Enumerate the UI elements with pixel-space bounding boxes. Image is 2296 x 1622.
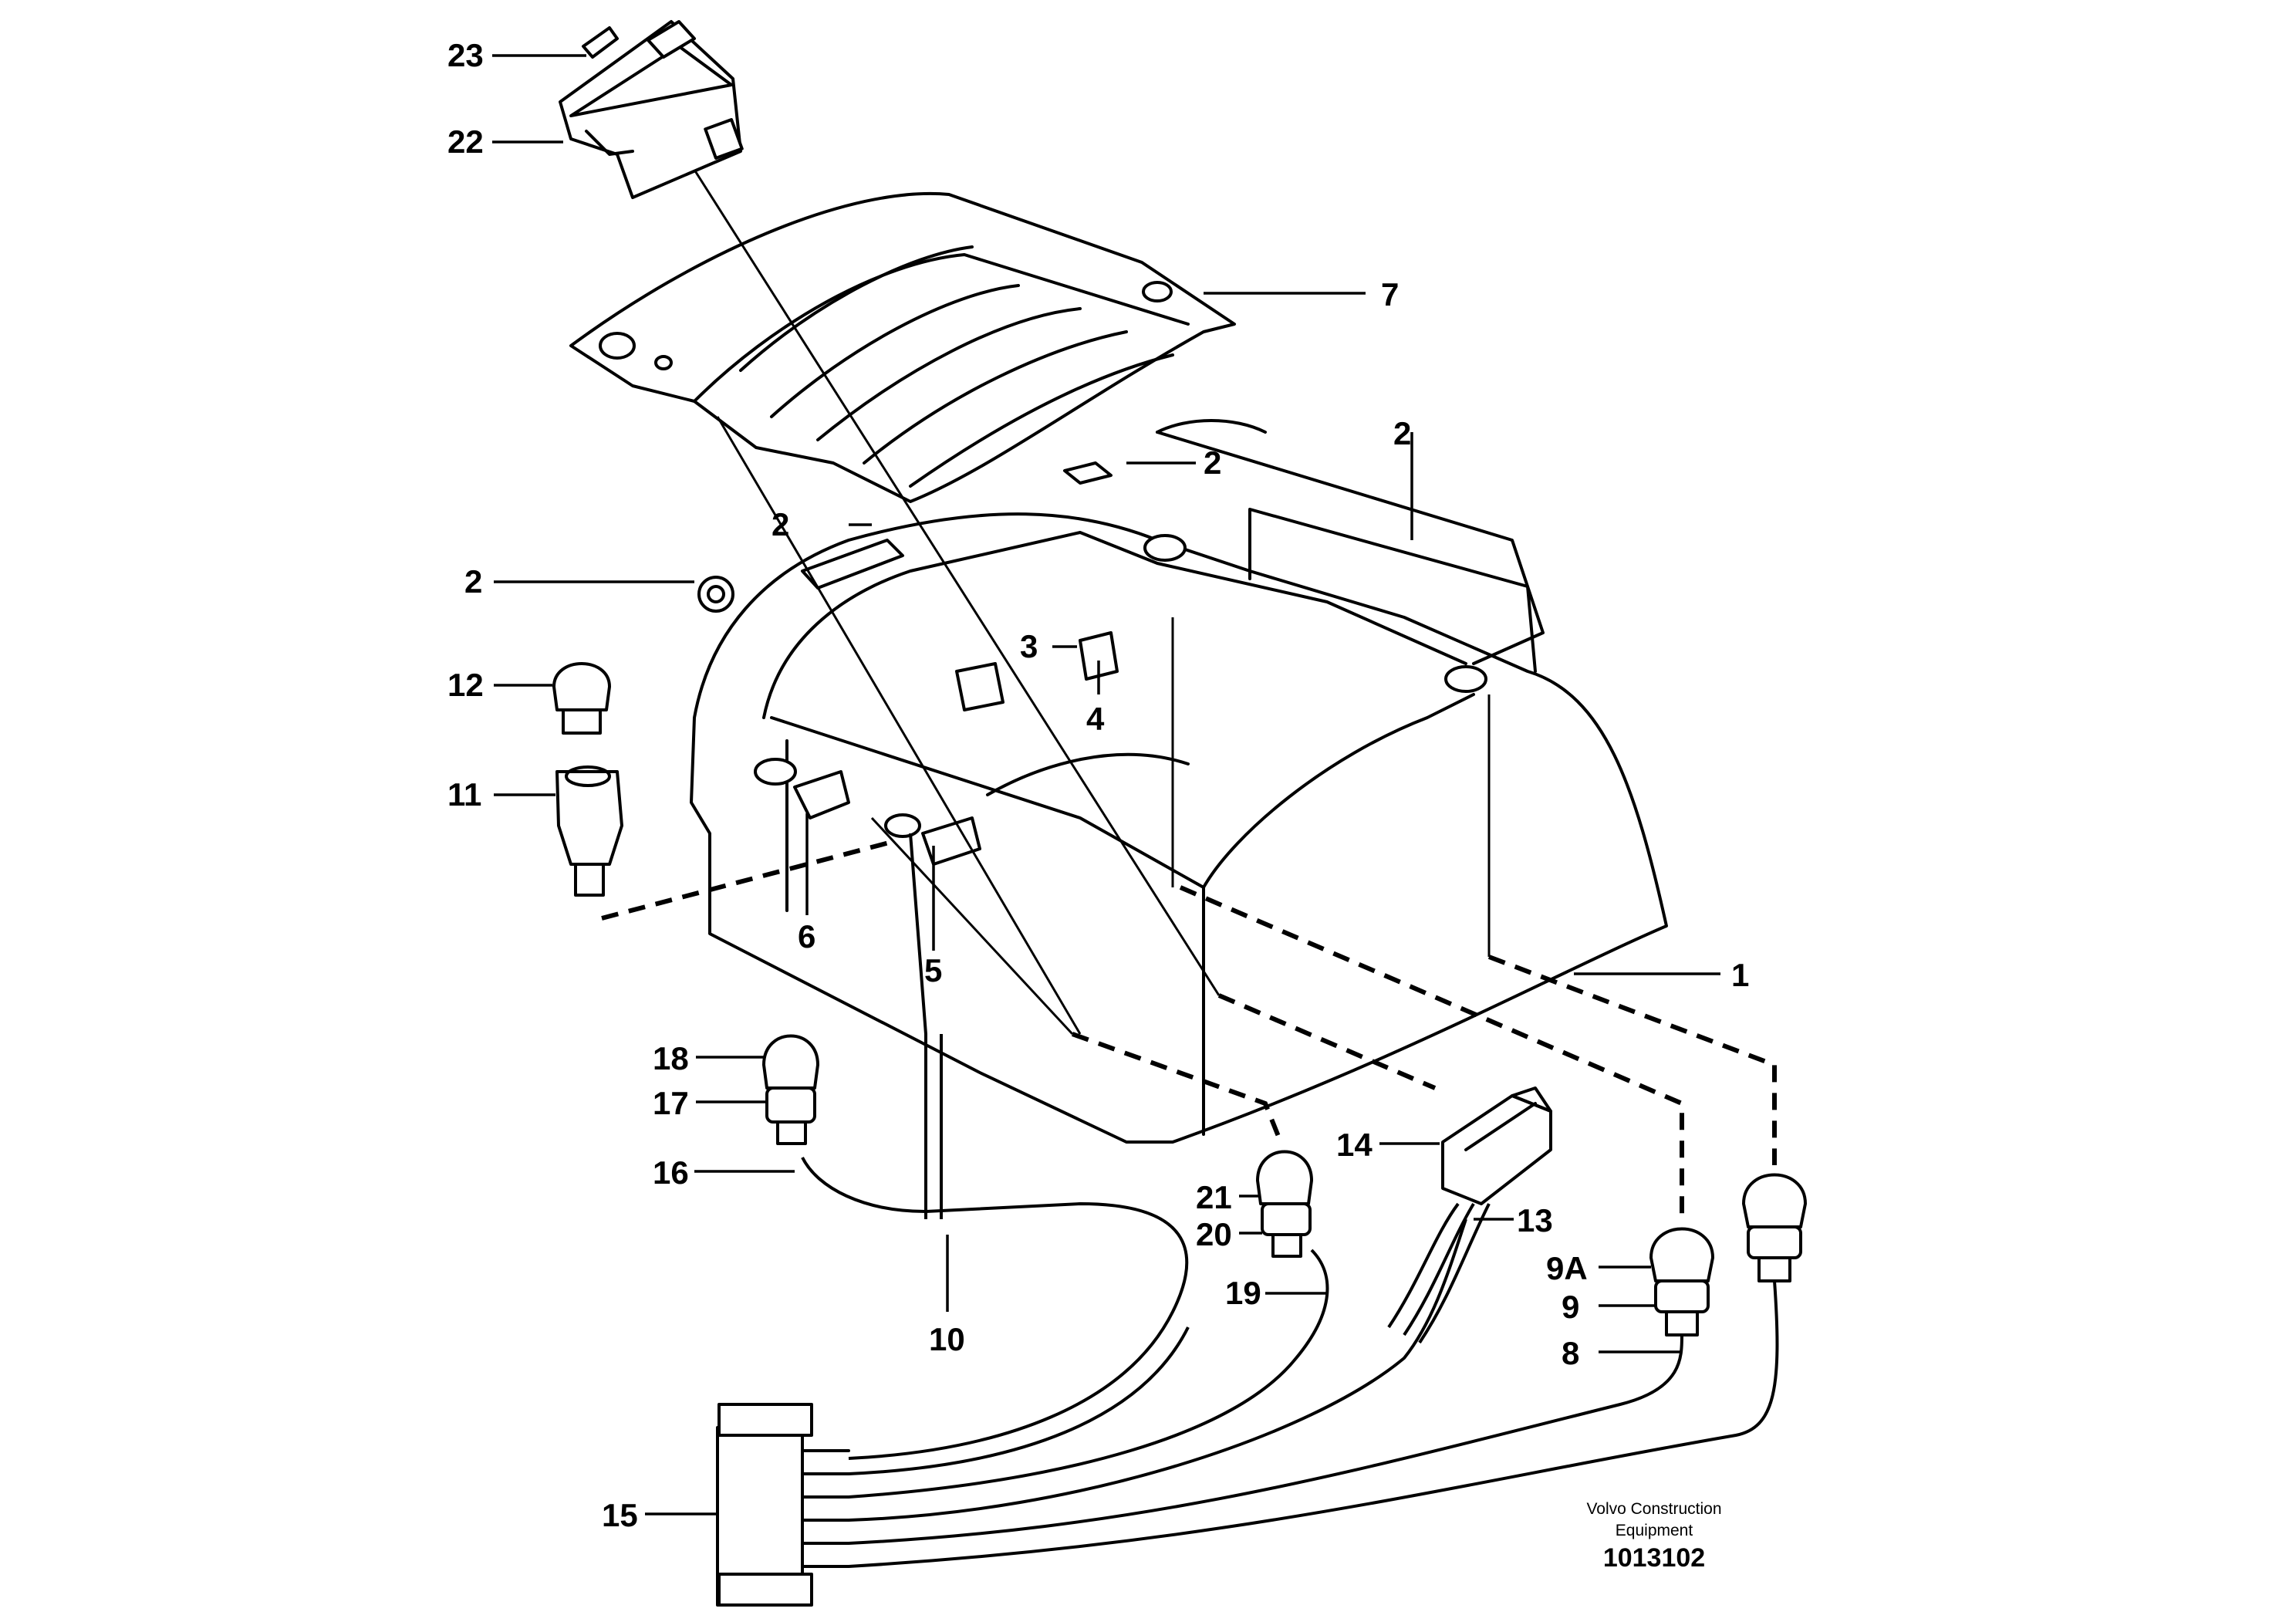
callout-23: 23 — [447, 37, 484, 73]
callout-8: 8 — [1562, 1335, 1579, 1371]
callout-6: 6 — [798, 918, 815, 955]
credit-block: Volvo Construction Equipment 1013102 — [1586, 1500, 1721, 1573]
callout-3: 3 — [1020, 628, 1038, 664]
callout-10: 10 — [929, 1321, 965, 1357]
callout-22: 22 — [447, 123, 484, 160]
callout-4: 4 — [1086, 701, 1105, 737]
switch-module — [559, 20, 744, 199]
console-housing — [690, 419, 1668, 1144]
drawing-number: 1013102 — [1603, 1543, 1705, 1573]
connector-14 — [1441, 1086, 1552, 1205]
callout-2-plate: 2 — [772, 506, 789, 542]
callout-16: 16 — [653, 1154, 689, 1191]
callout-11: 11 — [447, 776, 481, 813]
socket-bulb-11-12 — [552, 662, 623, 897]
callout-21: 21 — [1196, 1179, 1232, 1215]
callout-14: 14 — [1336, 1127, 1373, 1163]
callout-5: 5 — [924, 952, 942, 988]
callout-19: 19 — [1225, 1275, 1261, 1311]
callout-2-top: 2 — [1204, 444, 1221, 481]
credit-line2: Equipment — [1616, 1522, 1693, 1539]
credit-line1: Volvo Construction — [1586, 1500, 1721, 1518]
callout-20: 20 — [1196, 1216, 1232, 1252]
wiring-harness — [801, 833, 1779, 1568]
callout-7: 7 — [1381, 276, 1399, 313]
callout-12: 12 — [447, 667, 484, 703]
small-parts — [697, 461, 1113, 613]
callout-2-right: 2 — [1393, 415, 1411, 451]
instrument-cover — [569, 192, 1236, 503]
lamp-18-17 — [762, 1034, 819, 1145]
lamp-21-20 — [1256, 1150, 1313, 1258]
callout-17: 17 — [653, 1085, 689, 1121]
callout-13: 13 — [1517, 1202, 1553, 1238]
callout-2-washer: 2 — [464, 563, 482, 600]
leader-lines — [492, 54, 1720, 1516]
callout-9a: 9A — [1546, 1250, 1588, 1286]
lamp-right — [1742, 1173, 1807, 1282]
guide-lines — [601, 169, 1777, 1219]
callout-18: 18 — [653, 1040, 689, 1076]
lamp-9a-9 — [1649, 1227, 1714, 1336]
callout-9: 9 — [1562, 1289, 1579, 1325]
connector-15 — [716, 1403, 850, 1607]
callout-labels: 23 22 7 2 2 2 2 12 11 3 4 6 5 1 18 17 16… — [447, 37, 1749, 1533]
callout-15: 15 — [602, 1497, 638, 1533]
callout-1: 1 — [1731, 957, 1749, 993]
